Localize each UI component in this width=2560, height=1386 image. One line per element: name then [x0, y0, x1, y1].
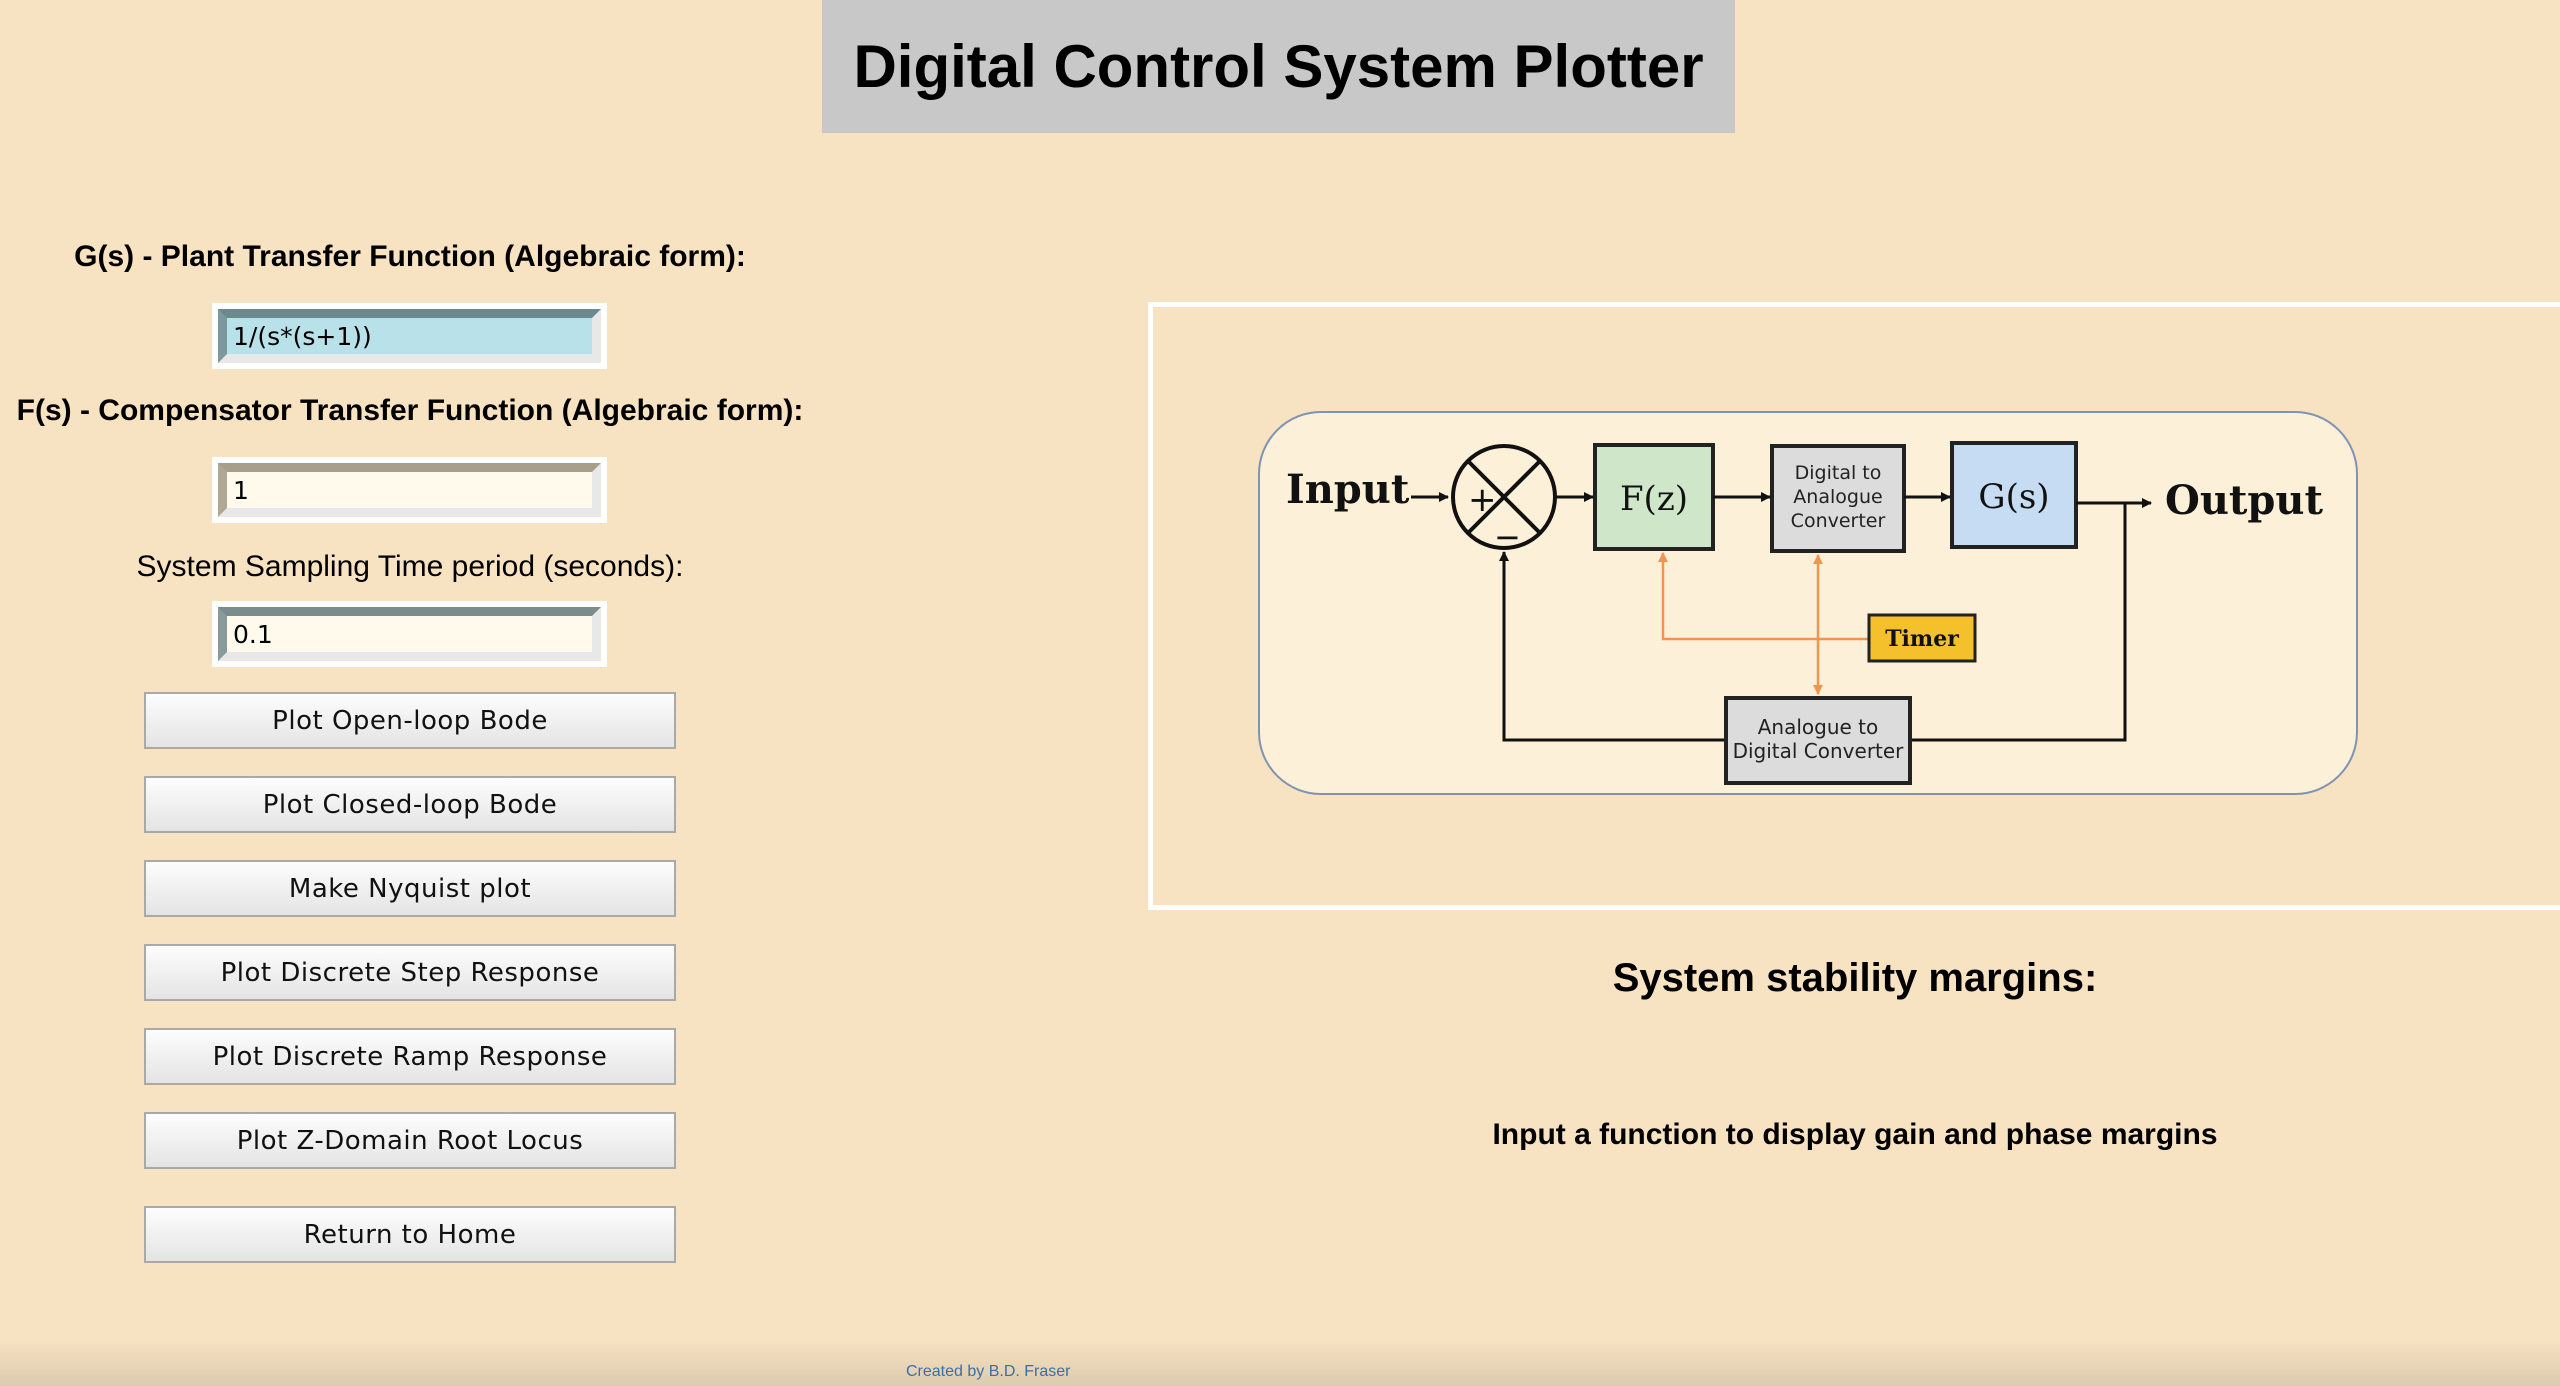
- plot-open-loop-bode-button[interactable]: Plot Open-loop Bode: [144, 692, 676, 749]
- plant-tf-label: G(s) - Plant Transfer Function (Algebrai…: [74, 240, 746, 273]
- feedback-line-to-adc: [1910, 503, 2127, 742]
- plot-ramp-response-button[interactable]: Plot Discrete Ramp Response: [144, 1028, 676, 1085]
- block-diagram-frame: Input + − F(z) Digital to Analogue Conve…: [1148, 302, 2560, 910]
- compensator-tf-field-wrap: [212, 457, 607, 523]
- stability-margins-title: System stability margins:: [1612, 956, 2098, 1000]
- compensator-tf-input[interactable]: [218, 463, 601, 517]
- stability-margins-message: Input a function to display gain and pha…: [1492, 1118, 2218, 1151]
- plant-block: [1950, 441, 2078, 549]
- plot-closed-loop-bode-button[interactable]: Plot Closed-loop Bode: [144, 776, 676, 833]
- page-header: Digital Control System Plotter: [822, 0, 1735, 133]
- dac-label-line3: Converter: [1791, 510, 1886, 532]
- adc-label-line2: Digital Converter: [1733, 739, 1905, 763]
- plus-sign: +: [1468, 480, 1497, 520]
- make-nyquist-plot-button[interactable]: Make Nyquist plot: [144, 860, 676, 917]
- plant-tf-input[interactable]: [218, 309, 601, 363]
- minus-sign: −: [1494, 518, 1521, 556]
- plot-step-response-button[interactable]: Plot Discrete Step Response: [144, 944, 676, 1001]
- sampling-time-field-wrap: [212, 601, 607, 667]
- sampling-time-label: System Sampling Time period (seconds):: [136, 550, 684, 583]
- footer-bar: [0, 1340, 2560, 1386]
- plant-tf-field-wrap: [212, 303, 607, 369]
- page-title: Digital Control System Plotter: [853, 33, 1704, 100]
- block-diagram: Input + − F(z) Digital to Analogue Conve…: [1258, 411, 2358, 795]
- dac-label-line1: Digital to: [1795, 462, 1882, 484]
- timer-block-label: Timer: [1885, 626, 1959, 652]
- input-label: Input: [1286, 466, 1410, 513]
- feedback-line-to-sum: [1499, 551, 1726, 742]
- sampling-time-input[interactable]: [218, 607, 601, 661]
- adc-label-line1: Analogue to: [1758, 715, 1879, 739]
- footer-credit: Created by B.D. Fraser: [906, 1363, 1071, 1380]
- summing-junction: + −: [1451, 444, 1557, 556]
- compensator-block: [1593, 443, 1715, 551]
- output-label: Output: [2165, 477, 2323, 524]
- return-home-button[interactable]: Return to Home: [144, 1206, 676, 1263]
- timer-block: [1867, 613, 1977, 663]
- dac-label-line2: Analogue: [1793, 486, 1882, 508]
- timer-to-fz-line: [1658, 552, 1869, 641]
- plot-root-locus-button[interactable]: Plot Z-Domain Root Locus: [144, 1112, 676, 1169]
- adc-block: [1724, 696, 1912, 785]
- compensator-block-label: F(z): [1620, 479, 1688, 519]
- plant-block-label: G(s): [1978, 477, 2049, 517]
- compensator-tf-label: F(s) - Compensator Transfer Function (Al…: [16, 394, 804, 427]
